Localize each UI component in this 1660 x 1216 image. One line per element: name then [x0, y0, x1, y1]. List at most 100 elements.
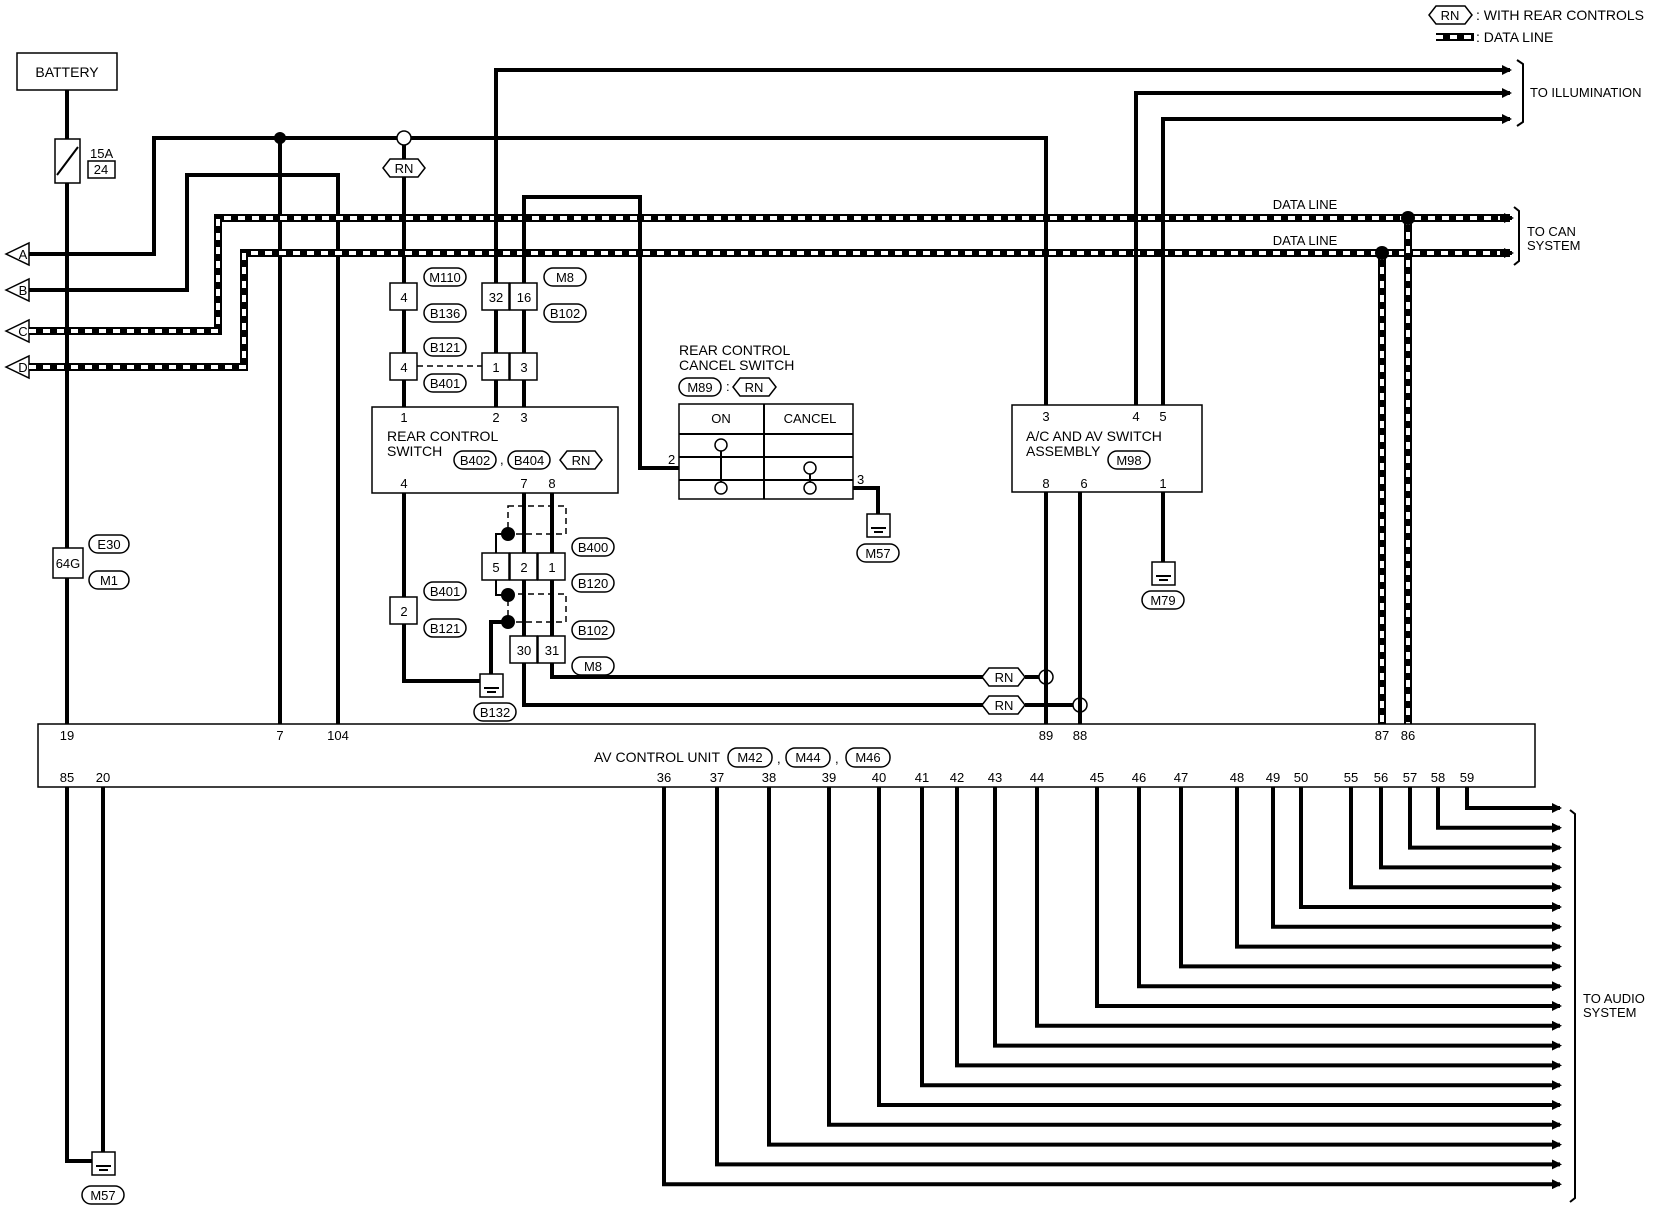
- svg-text:RN: RN: [995, 698, 1014, 713]
- left-connectors: A B C D: [4, 241, 30, 380]
- audio-wire: [1299, 787, 1562, 912]
- connector-b102-top: B102: [550, 306, 580, 321]
- audio-wire: [1379, 787, 1562, 873]
- rear-control-switch-title-2: SWITCH: [387, 443, 442, 459]
- svg-text:M46: M46: [855, 750, 880, 765]
- svg-text:89: 89: [1039, 728, 1053, 743]
- svg-text:M98: M98: [1116, 453, 1141, 468]
- to-audio-1: TO AUDIO: [1583, 991, 1645, 1006]
- svg-text:M44: M44: [795, 750, 820, 765]
- svg-text:30: 30: [517, 643, 531, 658]
- svg-text:5: 5: [1159, 409, 1166, 424]
- av-bottom-pin: 58: [1431, 770, 1445, 785]
- cancel-switch-title-1: REAR CONTROL: [679, 342, 790, 358]
- to-illumination: TO ILLUMINATION: [1530, 85, 1641, 100]
- svg-text:88: 88: [1073, 728, 1087, 743]
- svg-text:7: 7: [276, 728, 283, 743]
- svg-text:4: 4: [1132, 409, 1139, 424]
- svg-text:,: ,: [835, 751, 839, 766]
- connector-e30: E30: [97, 537, 120, 552]
- svg-text:86: 86: [1401, 728, 1415, 743]
- svg-text:2: 2: [520, 560, 527, 575]
- rear-control-switch-title-1: REAR CONTROL: [387, 428, 498, 444]
- svg-text:3: 3: [1042, 409, 1049, 424]
- to-audio-2: SYSTEM: [1583, 1005, 1636, 1020]
- connector-b401-bottom: B401: [430, 584, 460, 599]
- connector-b120: B120: [578, 576, 608, 591]
- svg-text:2: 2: [668, 452, 675, 467]
- svg-text:1: 1: [548, 560, 555, 575]
- svg-text:3: 3: [520, 360, 527, 375]
- audio-wires: [662, 787, 1562, 1190]
- connector-b121-top: B121: [430, 340, 460, 355]
- svg-text:1: 1: [400, 410, 407, 425]
- svg-text:2: 2: [492, 410, 499, 425]
- av-bottom-pin: 59: [1460, 770, 1474, 785]
- rn-tag-top: RN: [395, 161, 414, 176]
- ac-av-title-2: ASSEMBLY: [1026, 443, 1101, 459]
- connector-b: B: [19, 283, 28, 298]
- connector-m1: M1: [100, 573, 118, 588]
- svg-text:M42: M42: [737, 750, 762, 765]
- to-can-1: TO CAN: [1527, 224, 1576, 239]
- battery-label: BATTERY: [35, 64, 99, 80]
- svg-text:4: 4: [400, 476, 407, 491]
- connector-64g: [52, 547, 84, 579]
- connector-b102-bottom: B102: [578, 623, 608, 638]
- av-bottom-pin: 48: [1230, 770, 1244, 785]
- battery-box: [16, 52, 118, 91]
- connector-m110: M110: [429, 270, 461, 285]
- audio-wire: [715, 787, 1562, 1170]
- legend: RN : WITH REAR CONTROLS : DATA LINE: [1428, 5, 1644, 45]
- connector-b121-bottom: B121: [430, 621, 460, 636]
- cancel-switch: [678, 403, 854, 500]
- connector-m8-bottom: M8: [584, 659, 602, 674]
- audio-wire: [1408, 787, 1562, 853]
- av-bottom-pin: 38: [762, 770, 776, 785]
- svg-text:ON: ON: [711, 411, 731, 426]
- cancel-switch-title-2: CANCEL SWITCH: [679, 357, 794, 373]
- av-bottom-pin: 57: [1403, 770, 1417, 785]
- audio-wire: [1271, 787, 1562, 932]
- audio-wire: [767, 787, 1562, 1150]
- legend-rn-text: : WITH REAR CONTROLS: [1476, 7, 1644, 23]
- svg-text:6: 6: [1080, 476, 1087, 491]
- av-bottom-pin: 50: [1294, 770, 1308, 785]
- svg-text:1: 1: [492, 360, 499, 375]
- audio-wire: [1465, 787, 1562, 813]
- ac-av-title-1: A/C AND AV SWITCH: [1026, 428, 1162, 444]
- svg-text:64G: 64G: [56, 556, 81, 571]
- av-bottom-pin: 44: [1030, 770, 1044, 785]
- data-line-label-1: DATA LINE: [1273, 197, 1338, 212]
- av-bottom-pin: 20: [96, 770, 110, 785]
- connector-m8-top: M8: [556, 270, 574, 285]
- audio-wire: [1179, 787, 1562, 972]
- av-bottom-pin: 56: [1374, 770, 1388, 785]
- audio-wire: [827, 787, 1562, 1130]
- av-bottom-pin: 41: [915, 770, 929, 785]
- av-bottom-pin: 45: [1090, 770, 1104, 785]
- connector-b401-top: B401: [430, 376, 460, 391]
- svg-text:B404: B404: [514, 453, 544, 468]
- connector-b136: B136: [430, 306, 460, 321]
- legend-dataline-text: : DATA LINE: [1476, 29, 1553, 45]
- av-control-unit-title: AV CONTROL UNIT: [594, 749, 720, 765]
- audio-wire: [1095, 787, 1562, 1011]
- audio-wire: [955, 787, 1562, 1071]
- svg-text:2: 2: [400, 604, 407, 619]
- ground-m57-cancel: M57: [865, 546, 890, 561]
- svg-text:32: 32: [489, 290, 503, 305]
- av-bottom-pin: 37: [710, 770, 724, 785]
- svg-text:M89: M89: [687, 380, 712, 395]
- ground-b132: B132: [480, 705, 510, 720]
- svg-text:CANCEL: CANCEL: [784, 411, 837, 426]
- svg-text:8: 8: [1042, 476, 1049, 491]
- audio-wire: [662, 787, 1562, 1190]
- audio-wire: [1436, 787, 1562, 833]
- legend-rn-tag: RN: [1441, 8, 1460, 23]
- svg-text:4: 4: [400, 290, 407, 305]
- connector-a: A: [19, 247, 28, 262]
- av-bottom-pin: 47: [1174, 770, 1188, 785]
